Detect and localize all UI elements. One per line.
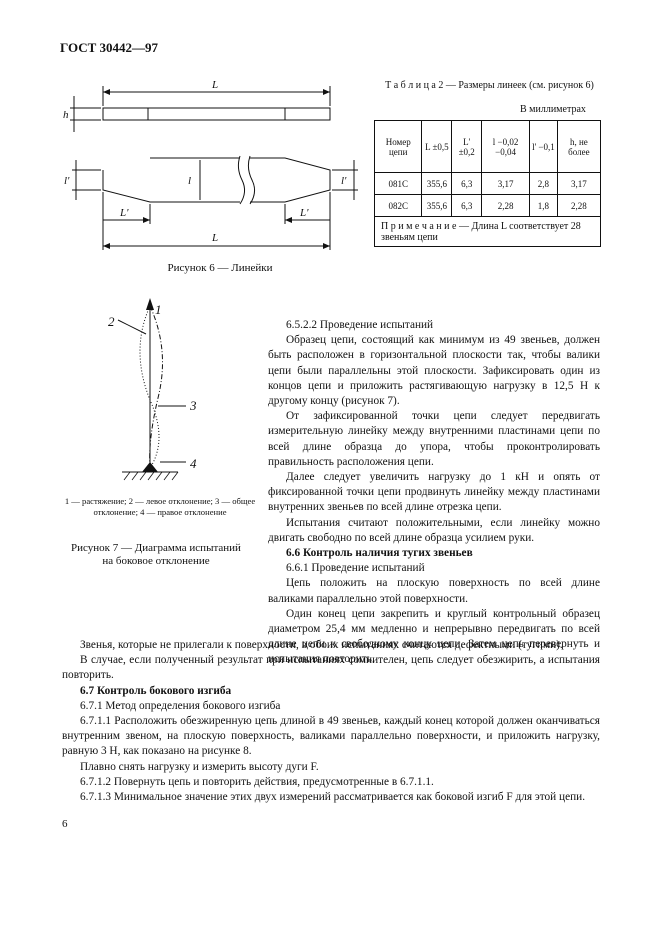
dim-l-prime-right: l' bbox=[341, 175, 347, 187]
paragraph: 6.7.1.2 Повернуть цепь и повторить дейст… bbox=[80, 775, 434, 788]
figure-7-caption: Рисунок 7 — Диаграмма испытаний на боков… bbox=[71, 542, 241, 567]
dim-L-prime-left: L' bbox=[119, 207, 129, 219]
section-671-title: 6.7.1 Метод определения бокового изгиба bbox=[80, 699, 281, 712]
dim-l-prime-left: l' bbox=[64, 175, 70, 187]
page-number: 6 bbox=[62, 818, 68, 830]
paragraph: От зафиксированной точки цепи следует пе… bbox=[268, 410, 600, 468]
dim-L-prime-right: L' bbox=[299, 207, 309, 219]
fig7-label-2: 2 bbox=[108, 314, 115, 329]
document-header: ГОСТ 30442—97 bbox=[60, 40, 159, 55]
section-67-title: 6.7 Контроль бокового изгиба bbox=[80, 684, 232, 697]
table-cell: 2,28 bbox=[556, 194, 602, 217]
table-header: l −0,02 −0,04 bbox=[481, 120, 531, 173]
section-66-title: 6.6 Контроль наличия тугих звеньев bbox=[286, 547, 473, 560]
table-cell: 3,17 bbox=[556, 172, 602, 195]
table-2-title: Т а б л и ц а 2 — Размеры линеек (см. ри… bbox=[385, 80, 594, 91]
dim-L-bottom: L bbox=[211, 232, 218, 244]
paragraph: Далее следует увеличить нагрузку до 1 кН… bbox=[268, 471, 600, 514]
dim-l: l bbox=[188, 175, 191, 187]
right-column-text: 6.5.2.2 Проведение испытаний Образец цеп… bbox=[268, 318, 600, 668]
fig7-label-1: 1 bbox=[155, 302, 162, 317]
dim-L-top: L bbox=[211, 79, 218, 91]
paragraph: 6.7.1.1 Расположить обезжиренную цепь дл… bbox=[62, 715, 600, 758]
table-header: Номер цепи bbox=[373, 120, 423, 173]
fig7-label-4: 4 bbox=[190, 456, 197, 471]
fig7-label-3: 3 bbox=[189, 398, 197, 413]
table-header: h, не более bbox=[556, 120, 602, 173]
paragraph: Испытания считают положительными, если л… bbox=[268, 516, 600, 544]
section-6522-title: 6.5.2.2 Проведение испытаний bbox=[286, 319, 434, 331]
paragraph: Один конец цепи закрепить и круглый конт… bbox=[268, 607, 600, 666]
dim-h: h bbox=[63, 109, 69, 121]
paragraph: Плавно снять нагрузку и измерить высоту … bbox=[80, 760, 319, 773]
table-2-unit: В миллиметрах bbox=[520, 104, 586, 115]
paragraph: В случае, если полученный результат при … bbox=[62, 654, 600, 682]
table-row: 082C 355,6 6,3 2,28 1,8 2,28 bbox=[373, 194, 602, 217]
section-661-title: 6.6.1 Проведение испытаний bbox=[286, 562, 425, 575]
figure-7-legend: 1 — растяжение; 2 — левое отклонение; 3 … bbox=[64, 496, 256, 517]
paragraph: 6.7.1.3 Минимальное значение этих двух и… bbox=[80, 791, 586, 804]
paragraph: Звенья, которые не прилегали к поверхнос… bbox=[80, 639, 563, 651]
table-note: П р и м е ч а н и е — Длина L соответств… bbox=[374, 216, 601, 247]
table-header: L' ±0,2 bbox=[451, 120, 483, 173]
paragraph: Образец цепи, состоящий как минимум из 4… bbox=[268, 334, 600, 408]
figure-6-caption: Рисунок 6 — Линейки bbox=[167, 262, 273, 274]
table-2: Номер цепи L ±0,5 L' ±0,2 l −0,02 −0,04 … bbox=[373, 120, 602, 247]
full-width-text: Звенья, которые не прилегали к поверхнос… bbox=[62, 638, 600, 805]
paragraph: Цепь положить на плоскую поверхность по … bbox=[268, 577, 600, 605]
